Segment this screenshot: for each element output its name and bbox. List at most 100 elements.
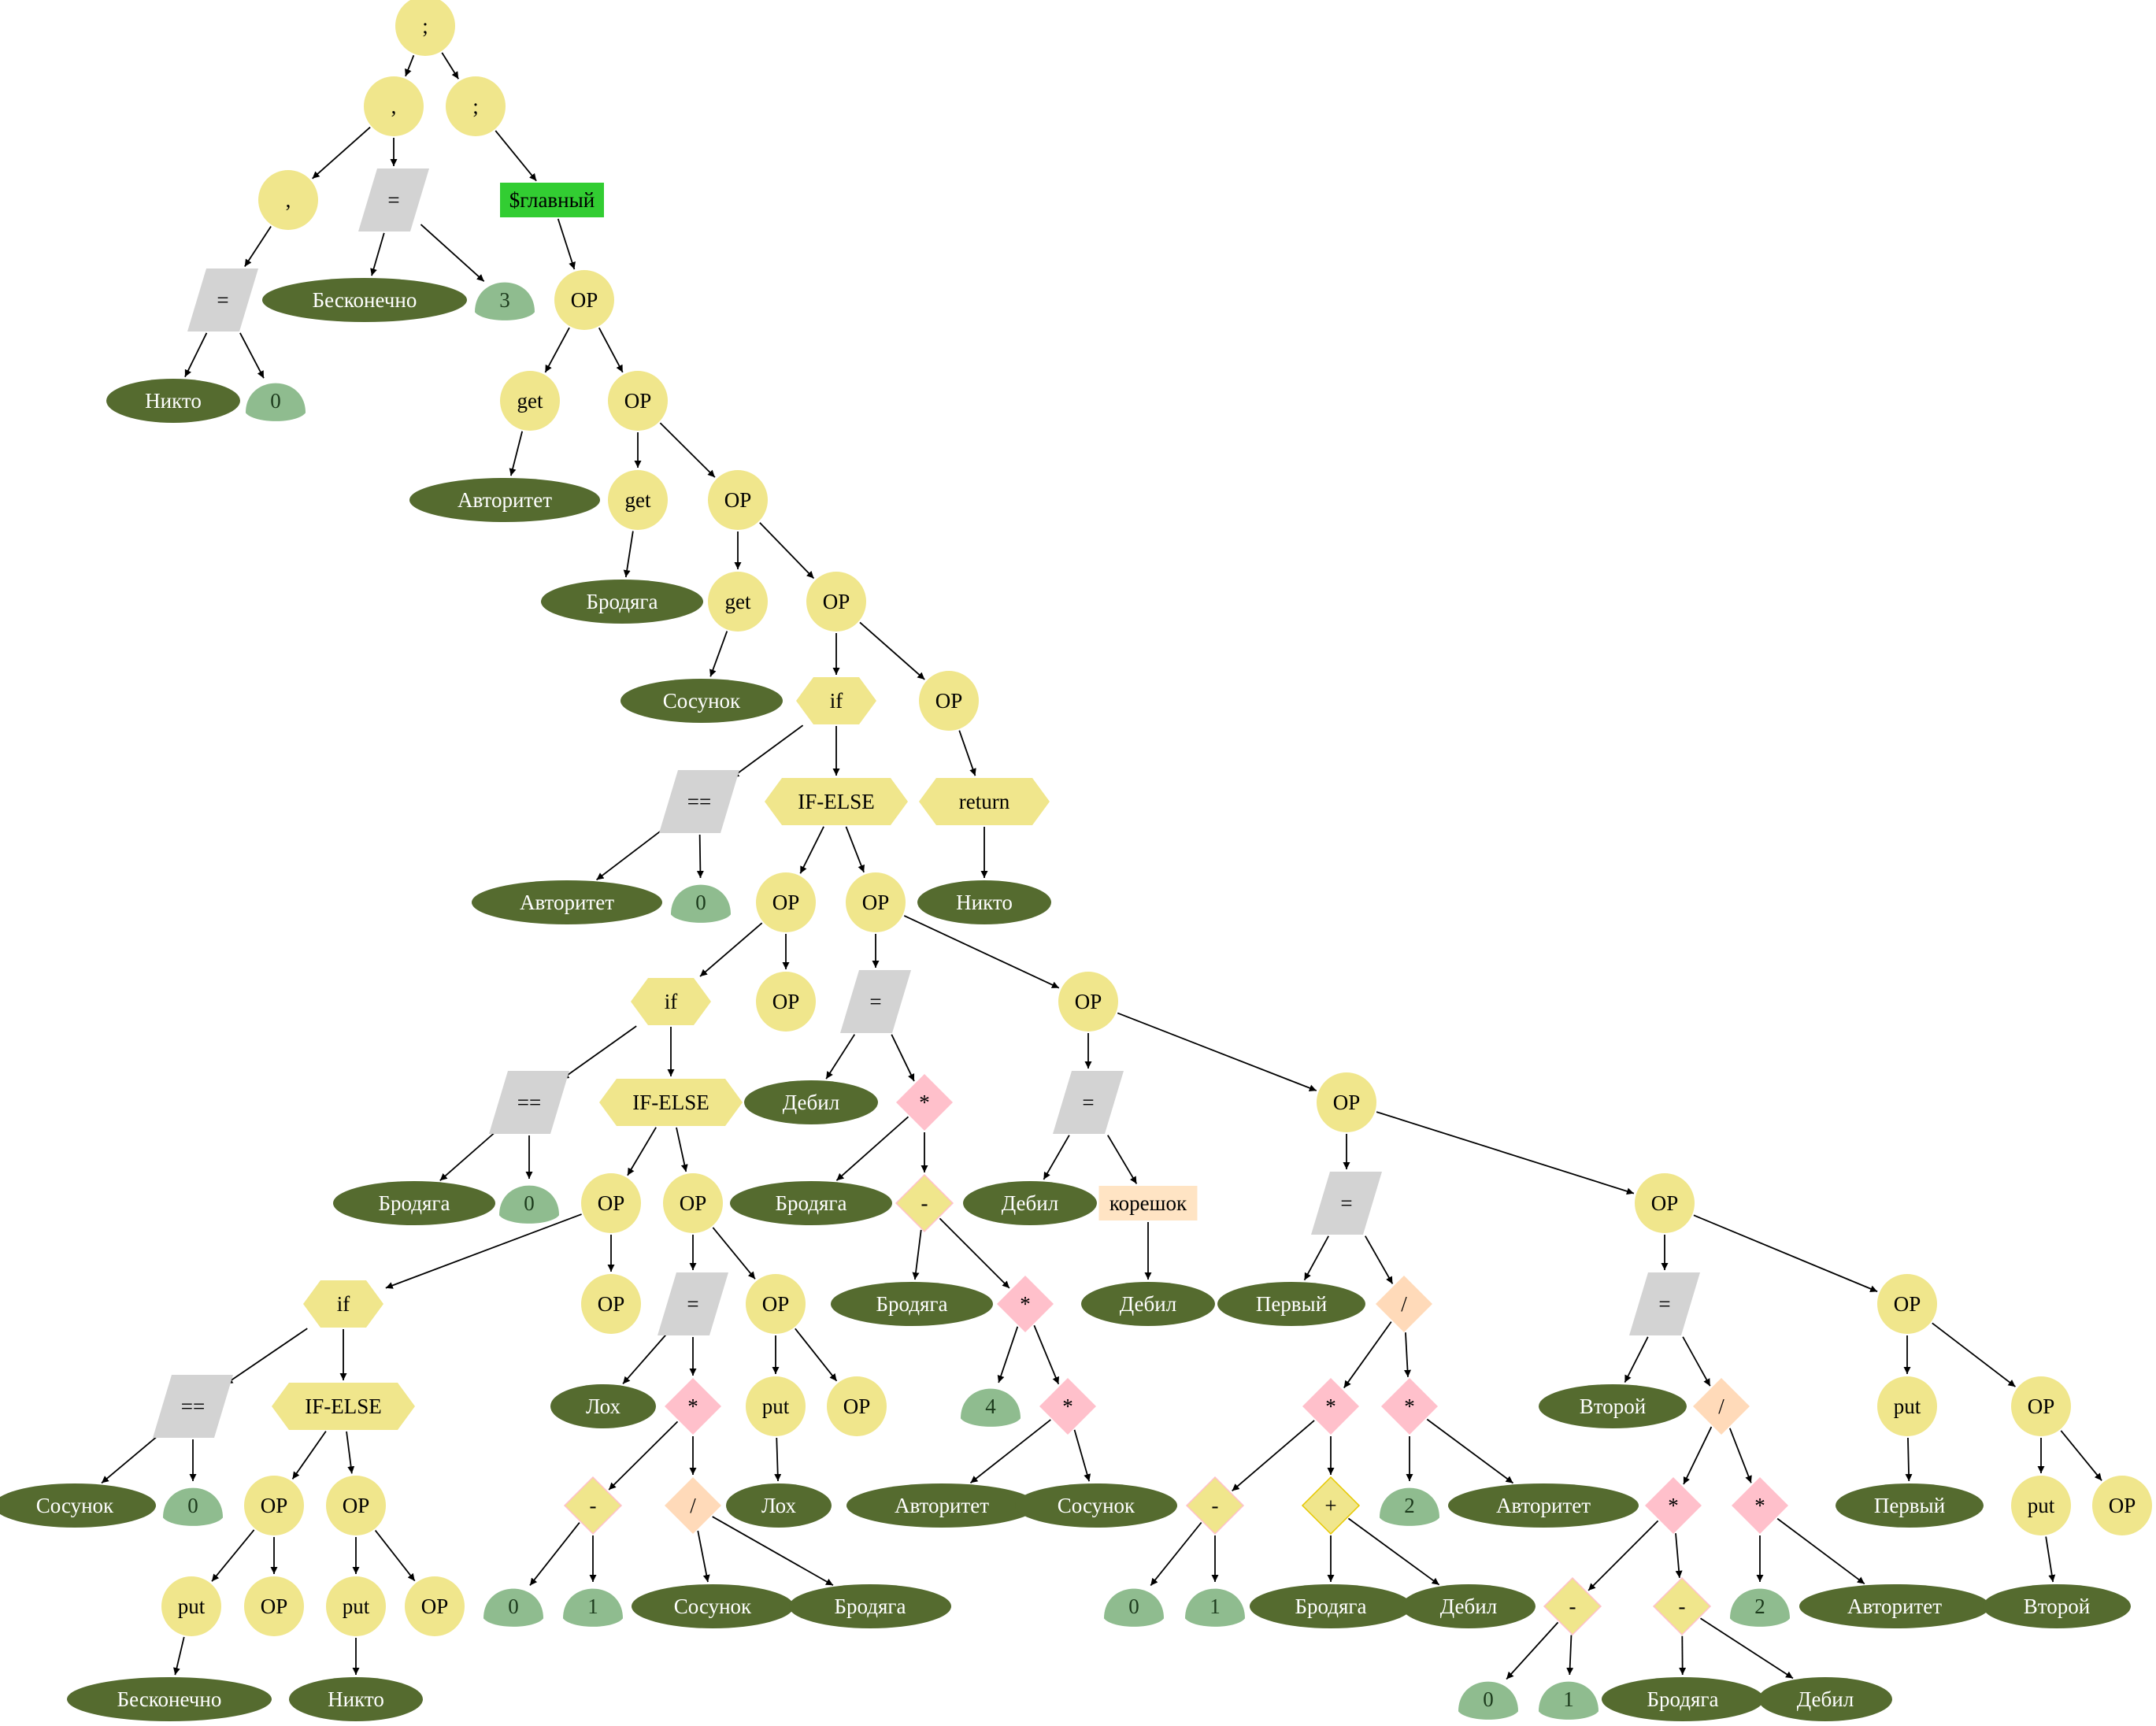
minus-node: - — [895, 1173, 954, 1233]
identifier-node: Второй — [1983, 1584, 2131, 1628]
node-label: OP — [624, 389, 652, 413]
number-node-shape — [1458, 1681, 1518, 1720]
assign-node: = — [658, 1272, 728, 1335]
node-label: + — [1324, 1494, 1336, 1517]
node-label: Авторитет — [1496, 1494, 1591, 1517]
tree-edge — [1303, 1235, 1329, 1281]
op-node-shape — [500, 371, 560, 431]
node-label: == — [181, 1395, 205, 1418]
tree-edge — [825, 1034, 856, 1080]
assign-node: = — [1053, 1071, 1124, 1134]
identifier-node: Бродяга — [831, 1282, 993, 1326]
node-label: / — [690, 1494, 696, 1517]
tree-edge — [1033, 1324, 1060, 1385]
tree-edge — [1566, 1635, 1574, 1676]
tree-edge — [795, 1328, 838, 1382]
tree-edge — [439, 1129, 498, 1181]
node-label: 3 — [499, 288, 510, 312]
keyword-node: IF-ELSE — [272, 1383, 415, 1430]
identifier-node-shape — [1799, 1584, 1990, 1628]
node-label: IF-ELSE — [798, 790, 875, 813]
node-label: Бродяга — [587, 590, 658, 613]
node-label: 0 — [508, 1595, 519, 1618]
node-label: return — [959, 790, 1010, 813]
tree-edge — [224, 1328, 308, 1385]
node-label: Лох — [586, 1395, 620, 1418]
op-node-shape — [827, 1376, 887, 1436]
assign-node-shape — [153, 1375, 233, 1438]
node-label: get — [517, 389, 543, 413]
node-label: OP — [1075, 990, 1102, 1013]
multiply-node: * — [896, 1074, 953, 1131]
identifier-node-shape — [632, 1584, 794, 1628]
op-node-shape — [746, 1376, 806, 1436]
node-label: - — [1212, 1494, 1219, 1517]
op-node: , — [258, 170, 318, 230]
tree-edge — [1404, 1332, 1412, 1377]
identifier-node: Авторитет — [1799, 1584, 1990, 1628]
op-node: OP — [846, 872, 906, 932]
op-node-shape — [581, 1173, 641, 1233]
tree-edge — [709, 631, 728, 677]
assign-node-shape — [489, 1071, 569, 1134]
node-label: get — [625, 488, 651, 512]
tree-edge — [608, 1420, 679, 1491]
op-node: OP — [756, 972, 816, 1032]
node-label: Дебил — [1797, 1687, 1854, 1711]
node-label: Лох — [761, 1494, 796, 1517]
number-node-shape — [563, 1588, 623, 1627]
op-node-shape — [395, 0, 455, 56]
op-node-shape — [326, 1476, 386, 1535]
node-label: ; — [472, 94, 479, 118]
number-node-shape — [483, 1588, 543, 1627]
node-label: OP — [772, 891, 800, 914]
identifier-node: Бродяга — [1602, 1677, 1764, 1721]
node-label: Бродяга — [835, 1595, 906, 1618]
tree-edge — [509, 431, 524, 476]
identifier-node-shape — [472, 880, 662, 924]
tree-edge — [1343, 1321, 1392, 1389]
multiply-node-shape — [1645, 1477, 1702, 1534]
node-label: 0 — [187, 1494, 198, 1517]
main-function-node-shape — [500, 183, 604, 217]
sqrt-node-shape — [1098, 1186, 1198, 1220]
identifier-node-shape — [744, 1080, 878, 1124]
node-label: OP — [261, 1595, 288, 1618]
op-node-shape — [608, 371, 668, 431]
tree-edge — [759, 522, 815, 580]
node-label: 0 — [270, 389, 281, 413]
node-label: Авторитет — [458, 488, 552, 512]
identifier-node: Второй — [1539, 1384, 1687, 1428]
tree-edge — [1905, 1437, 1913, 1482]
identifier-node-shape — [409, 478, 600, 522]
node-label: $главный — [509, 188, 595, 212]
node-label: Сосунок — [663, 689, 741, 713]
assign-node-shape — [1629, 1272, 1700, 1335]
op-node-shape — [161, 1576, 221, 1636]
multiply-node-shape — [1732, 1477, 1788, 1534]
op-node: OP — [2011, 1376, 2071, 1436]
multiply-node: * — [997, 1276, 1054, 1332]
node-label: if — [830, 689, 843, 713]
number-node: 3 — [475, 282, 535, 320]
tree-edge — [405, 54, 415, 77]
identifier-node-shape — [1250, 1584, 1412, 1628]
multiply-node: * — [1302, 1378, 1359, 1435]
node-label: Первый — [1874, 1494, 1945, 1517]
tree-edge — [845, 826, 865, 873]
node-label: Авторитет — [895, 1494, 989, 1517]
node-label: Авторитет — [1847, 1595, 1942, 1618]
node-label: 1 — [1563, 1687, 1574, 1711]
tree-edge — [495, 130, 537, 182]
op-node: OP — [2092, 1476, 2152, 1535]
node-label: - — [590, 1494, 597, 1517]
tree-edge — [244, 225, 272, 267]
tree-edge — [211, 1529, 255, 1582]
identifier-node: Бесконечно — [67, 1677, 272, 1721]
identifier-node: Бесконечно — [262, 278, 467, 322]
node-label: * — [1404, 1395, 1415, 1418]
assign-node-shape — [840, 970, 911, 1033]
tree-edge — [1932, 1322, 2016, 1387]
op-node-shape — [756, 972, 816, 1032]
tree-edge — [859, 621, 925, 680]
